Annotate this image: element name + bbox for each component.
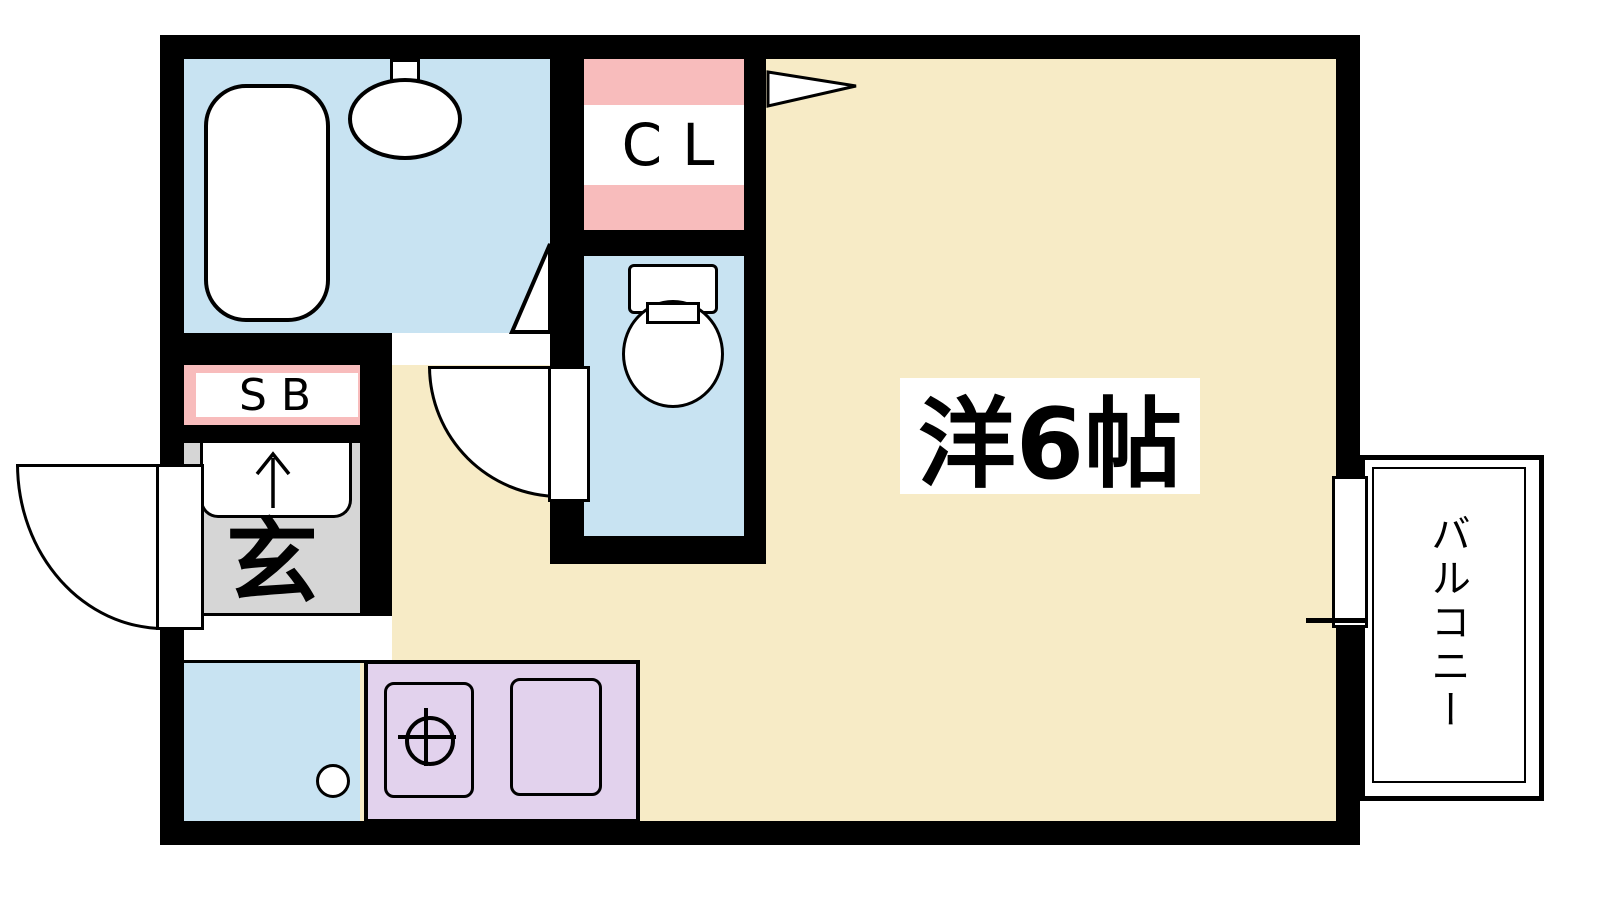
entrance-door-leaf [156,464,204,630]
window-end-tick [1306,618,1368,623]
shoebox-label: SB [196,370,358,421]
wall-below-toilet [550,536,766,564]
balcony-label: バルコニー [1424,513,1470,733]
stove-unit [384,682,474,798]
main-room-label: 洋6帖 [900,378,1200,502]
bathroom-door-icon [508,243,552,334]
wall-below-closet [584,230,766,256]
entrance-door-swing-arc [16,464,164,630]
entrance-direction-arrow-icon [255,451,291,508]
balcony-inner-line [1372,467,1526,783]
toilet-seat-hinge [646,302,700,324]
toilet-door-leaf [548,366,590,502]
kitchen-sink-unit [510,678,602,796]
wall-right-of-closet-toilet [744,59,766,564]
entrance-step [184,613,392,663]
wall-below-shoebox [160,425,392,443]
wall-outer-top [160,35,1360,59]
closet-door-opening-icon [766,70,857,108]
closet-label: CL [584,105,758,185]
bathroom-door-opening [392,333,550,365]
entrance-label: 玄 [225,508,318,616]
wall-right-of-entrance [360,365,392,613]
burner-crosshair-v [424,708,428,766]
balcony-window [1332,476,1368,628]
balcony-area [1360,455,1544,801]
wall-below-bathroom [160,333,392,365]
wall-outer-right [1336,35,1360,845]
washbasin [348,78,462,160]
wall-outer-bottom [160,821,1360,845]
wall-outer-left [160,35,184,845]
drain-circle-icon [316,764,350,798]
stove-burner-icon [405,716,455,766]
bathtub [204,84,330,322]
